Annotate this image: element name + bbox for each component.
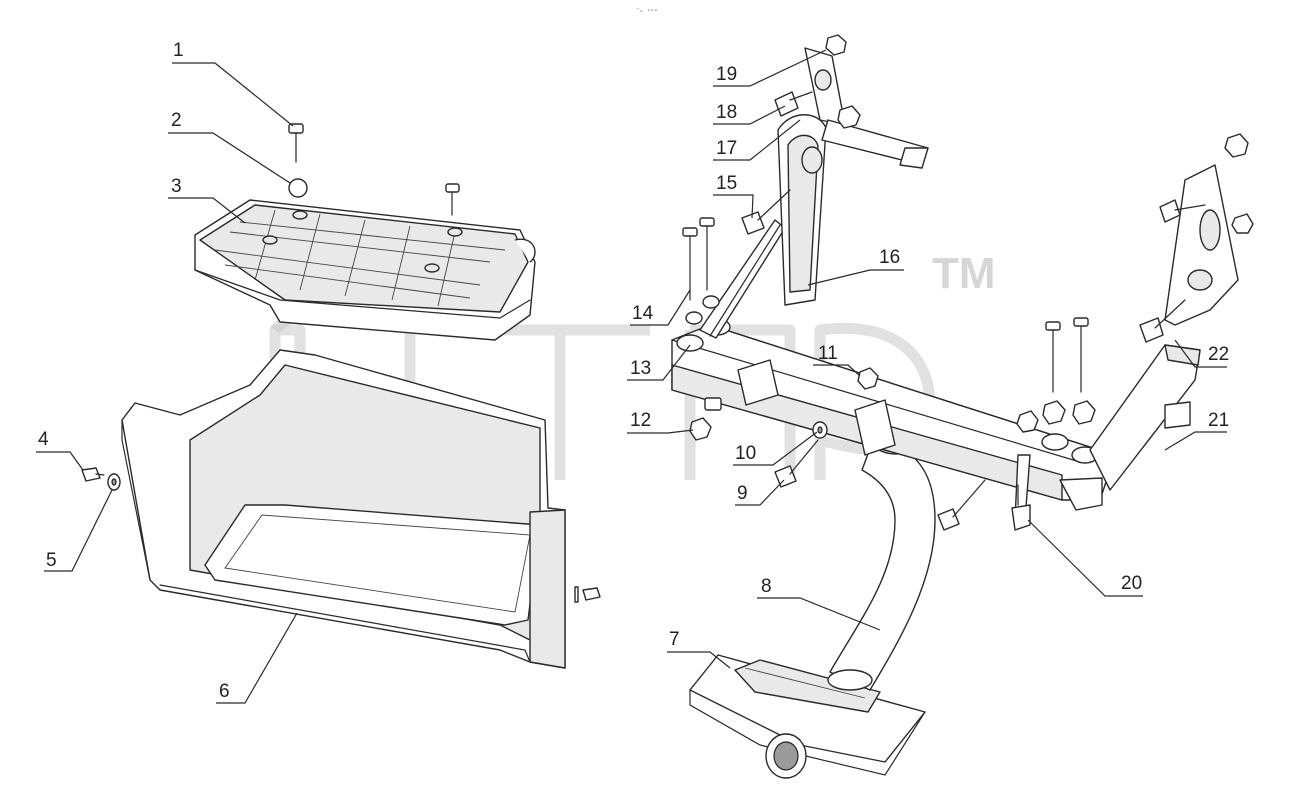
callout-22: 22: [1208, 344, 1229, 365]
bolt-18: [774, 91, 813, 117]
callout-12: 12: [630, 410, 651, 431]
callout-17: 17: [716, 138, 737, 159]
support-tube: [827, 425, 936, 691]
right-arm: [1089, 344, 1201, 491]
callout-19: 19: [716, 64, 737, 85]
bolt-9: [774, 439, 819, 488]
bolt-1: [288, 123, 304, 163]
cross-beam: [671, 318, 1116, 521]
left-bracket: [777, 47, 929, 306]
callout-11: 11: [818, 343, 838, 364]
bolt-20: [937, 479, 1031, 531]
bolts-right: [1016, 317, 1096, 433]
callout-14: 14: [632, 303, 654, 324]
nut-12: [689, 397, 722, 441]
callout-9: 9: [737, 483, 748, 504]
leader-lines: [36, 49, 1227, 704]
callout-21: 21: [1208, 410, 1229, 431]
callout-13: 13: [630, 358, 651, 379]
callout-18: 18: [716, 102, 737, 123]
callout-8: 8: [761, 576, 772, 597]
nut-11: [857, 367, 879, 390]
callout-15: 15: [716, 173, 737, 194]
callout-5: 5: [46, 550, 57, 571]
nut-17: [837, 105, 861, 129]
trademark-mark: TM: [932, 249, 996, 298]
callout-4: 4: [38, 429, 49, 450]
left-arm: [699, 219, 786, 339]
step-plate: [194, 178, 536, 341]
callout-20: 20: [1121, 573, 1142, 594]
bolt-1b: [445, 183, 460, 216]
clip: [574, 586, 601, 603]
bolts-14: [682, 217, 720, 325]
callout-6: 6: [219, 681, 230, 702]
callout-16: 16: [879, 247, 900, 268]
callout-3: 3: [171, 176, 182, 197]
nut-19: [825, 34, 847, 56]
battery-tray: [121, 349, 566, 669]
callout-7: 7: [669, 629, 680, 650]
lower-step: [689, 654, 926, 779]
callout-2: 2: [171, 110, 182, 131]
callout-10: 10: [735, 443, 756, 464]
right-bracket: [1139, 133, 1254, 343]
callout-labels: 1 2 3 4 5 6 7 8 9 10 11 12 13 14 15 16 1…: [38, 40, 1229, 702]
washer-5: [107, 473, 121, 491]
screw-4: [81, 467, 105, 482]
header-mark: ᵔₒ ∘∘∘: [636, 7, 658, 14]
callout-1: 1: [173, 40, 184, 61]
washer-10: [812, 421, 828, 439]
